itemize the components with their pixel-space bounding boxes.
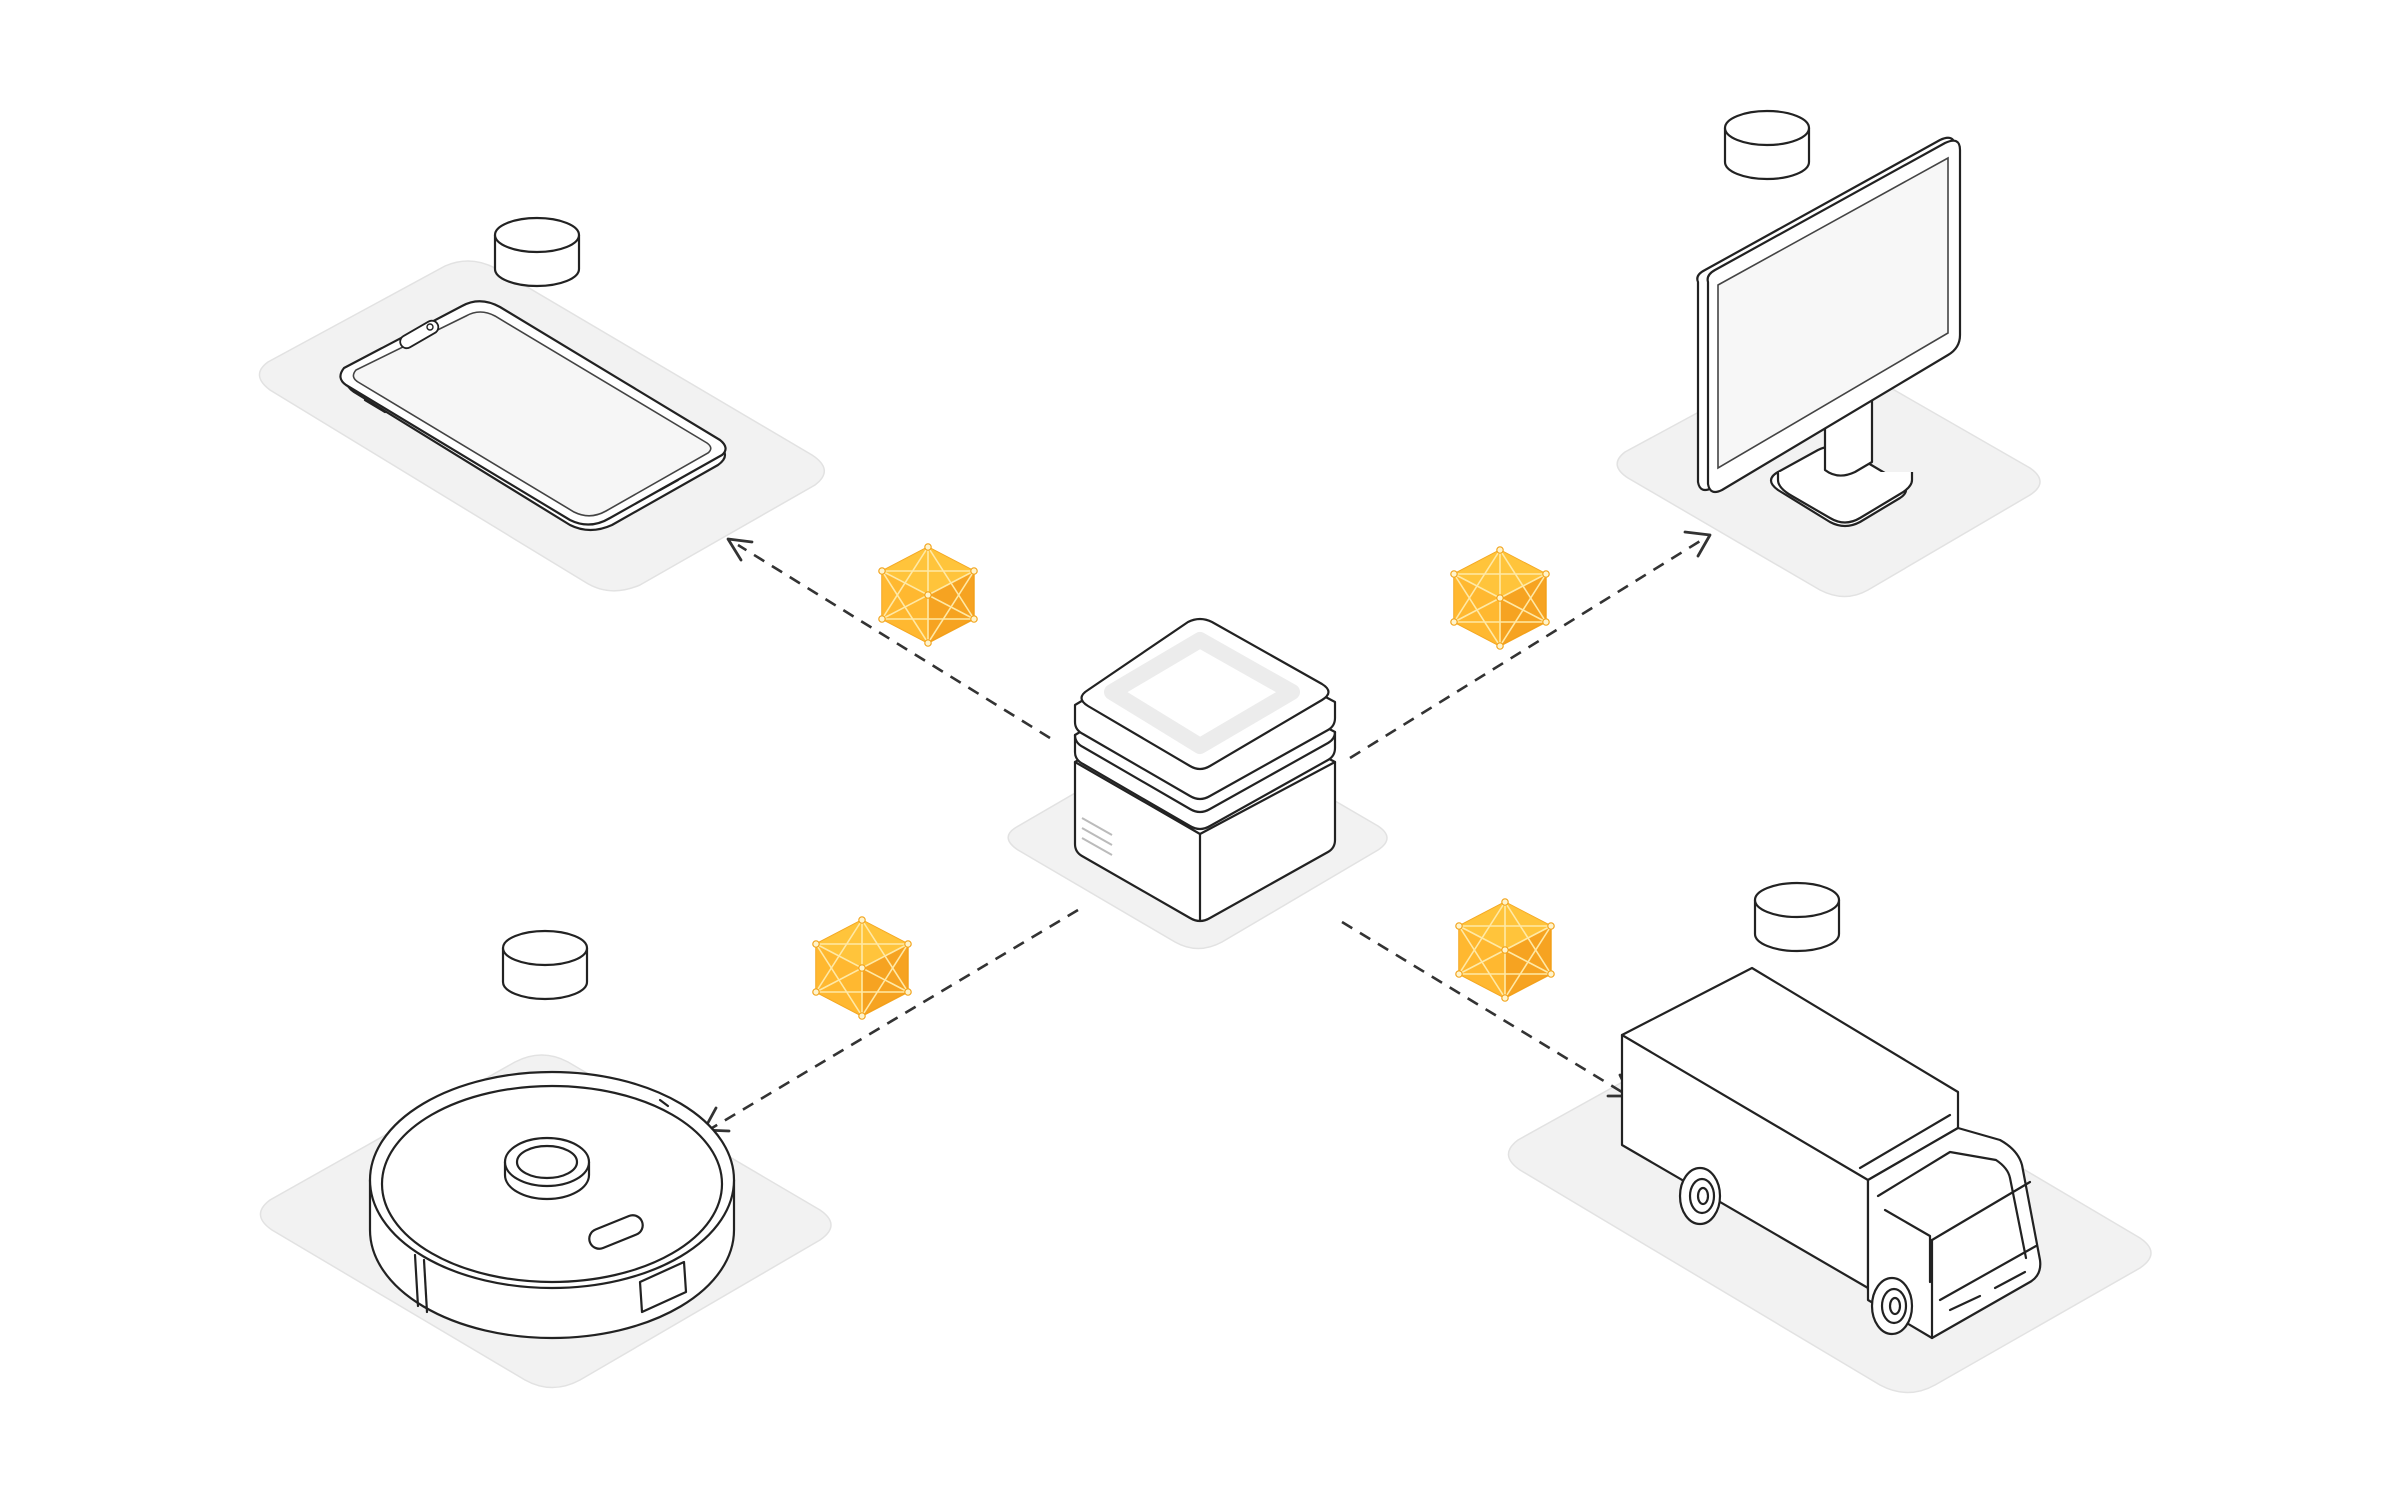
model-cube-icon [1450,545,1550,651]
truck-icon [1620,881,2042,1340]
database-icon [1753,881,1841,953]
database-icon [501,929,589,1001]
model-cube-icon [877,542,979,648]
database-icon [1723,109,1811,181]
model-cube-icon [811,915,913,1021]
model-cube-icon [1455,897,1555,1003]
monitor-icon [1696,109,1962,528]
edge-to-monitor [1349,530,1712,760]
robot-vacuum-icon [368,929,736,1340]
database-icon [493,216,581,288]
server-icon [1073,617,1337,923]
edge-to-smartphone [726,537,1051,740]
smartphone-icon [339,216,727,532]
